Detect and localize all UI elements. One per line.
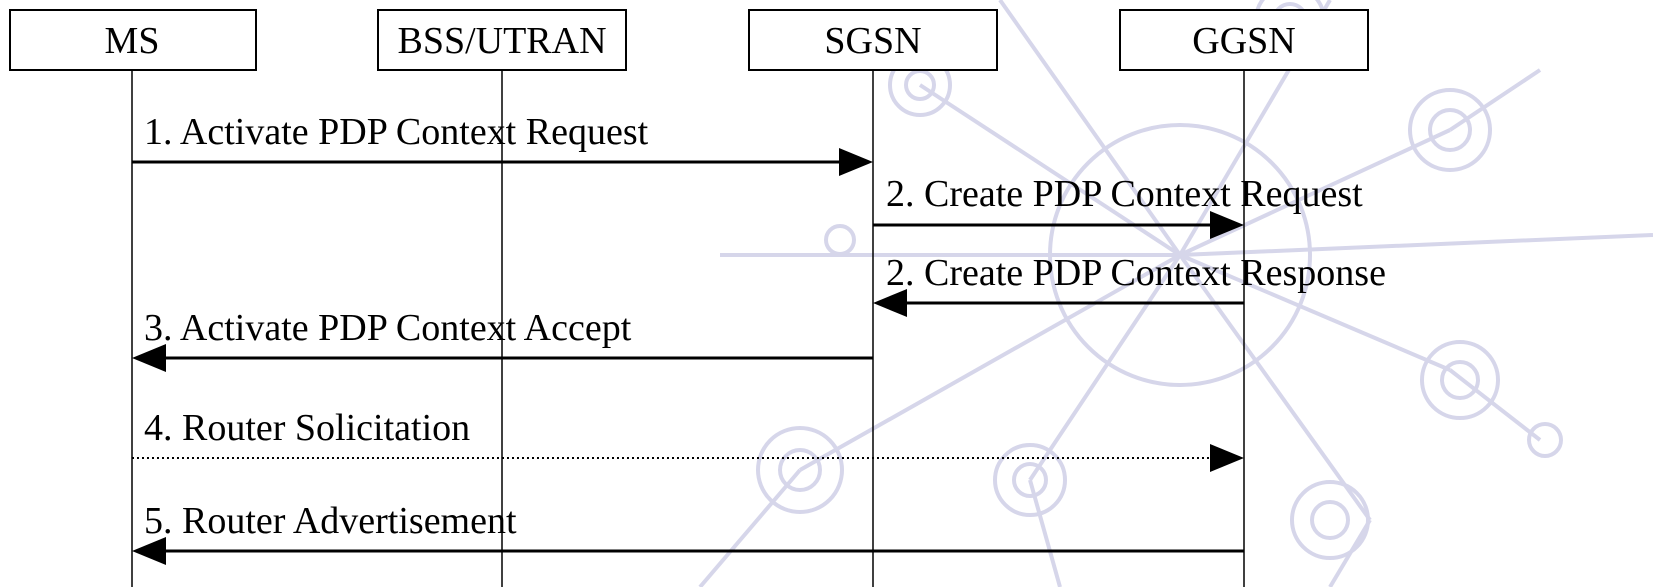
message-2: 2. Create PDP Context Request: [873, 173, 1363, 239]
entity-ms: MS: [9, 9, 257, 587]
message-5: 4. Router Solicitation: [132, 407, 1244, 472]
entity-label-sgsn: SGSN: [824, 20, 921, 62]
message-label: 4. Router Solicitation: [144, 407, 470, 449]
entity-box-bss: [377, 9, 627, 71]
entity-label-ggsn: GGSN: [1192, 20, 1295, 62]
message-4: 3. Activate PDP Context Accept: [132, 307, 873, 372]
arrowhead: [132, 537, 166, 565]
arrowhead: [1210, 444, 1244, 472]
message-label: 2. Create PDP Context Response: [886, 252, 1386, 294]
message-label: 3. Activate PDP Context Accept: [144, 307, 632, 349]
message-1: 1. Activate PDP Context Request: [132, 111, 873, 176]
message-3: 2. Create PDP Context Response: [873, 252, 1386, 317]
entity-box-sgsn: [748, 9, 998, 71]
arrowhead: [839, 148, 873, 176]
entity-ggsn: GGSN: [1119, 9, 1369, 587]
entity-bss: BSS/UTRAN: [377, 9, 627, 587]
entity-label-ms: MS: [105, 20, 160, 62]
entity-box-ms: [9, 9, 257, 71]
entity-box-ggsn: [1119, 9, 1369, 71]
message-label: 1. Activate PDP Context Request: [144, 111, 649, 153]
entity-label-bss: BSS/UTRAN: [397, 20, 606, 62]
entity-sgsn: SGSN: [748, 9, 998, 587]
arrowhead: [132, 344, 166, 372]
arrowhead: [1210, 211, 1244, 239]
message-6: 5. Router Advertisement: [132, 500, 1244, 565]
message-label: 5. Router Advertisement: [144, 500, 517, 542]
arrowhead: [873, 289, 907, 317]
message-label: 2. Create PDP Context Request: [886, 173, 1363, 215]
